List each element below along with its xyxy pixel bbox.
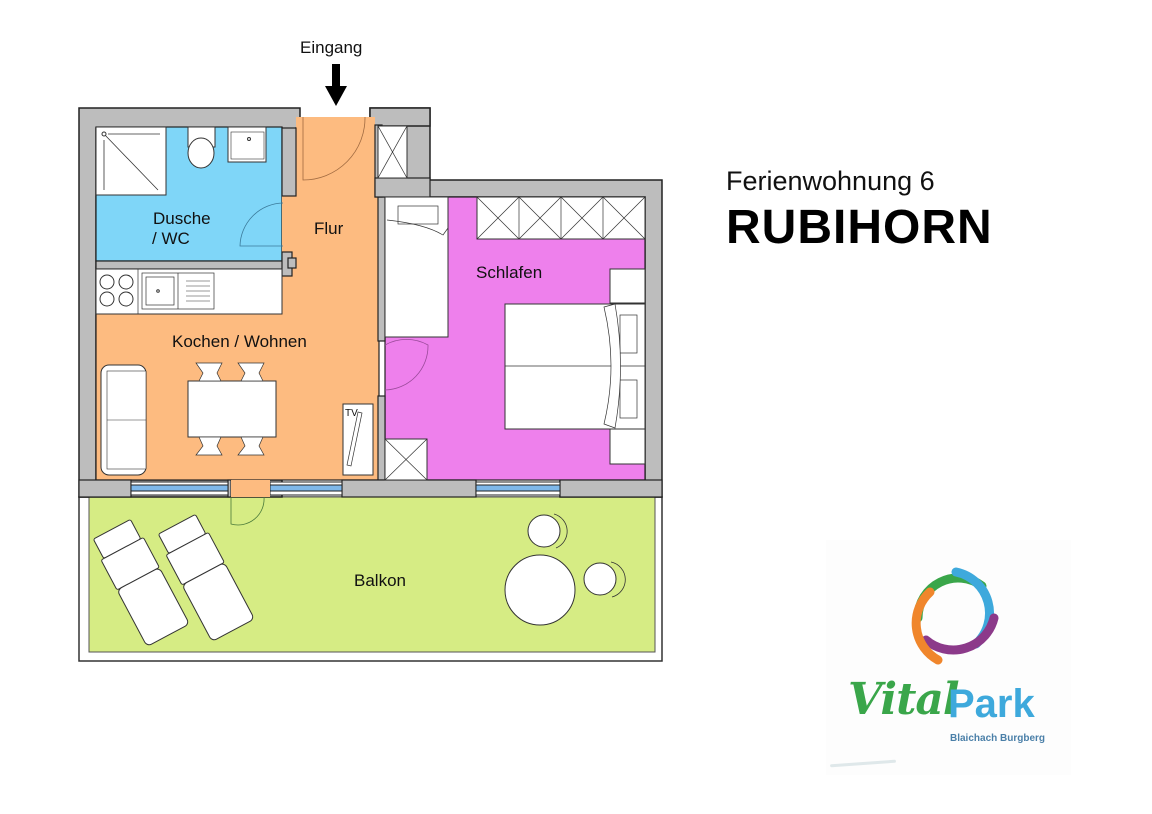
logo-swoosh xyxy=(829,759,897,768)
entrance-door-swing xyxy=(302,116,366,181)
vitalpark-logo: Vital Park Blaichach Burgberg xyxy=(826,540,1071,775)
toilet xyxy=(187,126,216,169)
living-label: Kochen / Wohnen xyxy=(172,332,307,351)
single-bed xyxy=(384,196,449,338)
hall-label: Flur xyxy=(314,219,344,238)
logo-vital-text: Vital xyxy=(848,674,960,725)
tv-unit xyxy=(342,403,374,476)
sleeping-label: Schlafen xyxy=(476,263,542,282)
sun-lounger-1 xyxy=(93,519,189,646)
entrance-arrow-icon xyxy=(325,64,347,106)
tv-label: TV xyxy=(345,408,358,419)
kitchen-counter xyxy=(95,268,283,315)
swirl-logo-icon xyxy=(911,567,999,665)
double-bed xyxy=(504,268,646,465)
logo-park-text: Park xyxy=(948,682,1035,726)
bath-door-swing xyxy=(239,202,284,247)
hall-closet xyxy=(377,125,408,179)
shower xyxy=(95,126,167,196)
bedroom-door-swing xyxy=(384,339,429,391)
sink xyxy=(227,126,267,163)
dining-table xyxy=(187,362,277,456)
sofa xyxy=(100,364,147,476)
patio-table-set xyxy=(504,513,626,626)
bath-label-line2: / WC xyxy=(152,229,190,248)
apartment-name: RUBIHORN xyxy=(726,201,993,254)
wardrobe xyxy=(476,196,646,240)
sun-lounger-2 xyxy=(158,514,254,641)
bedroom-closet xyxy=(384,438,428,481)
balcony-label: Balkon xyxy=(354,571,406,590)
entrance-label: Eingang xyxy=(300,38,363,57)
bath-label-line1: Dusche xyxy=(153,209,211,228)
windows xyxy=(130,481,561,496)
apartment-subtitle: Ferienwohnung 6 xyxy=(726,166,935,196)
logo-location-text: Blaichach Burgberg xyxy=(950,733,1046,744)
